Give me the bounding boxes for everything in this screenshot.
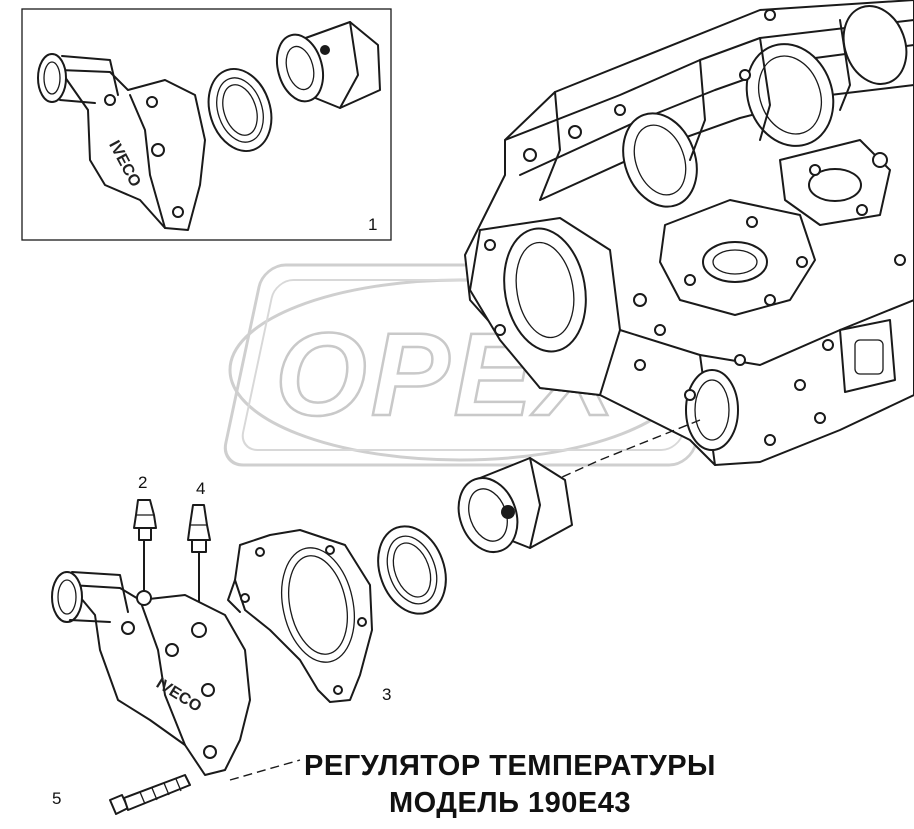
part-label-2: 2 xyxy=(138,473,147,492)
thermostat-cartridge xyxy=(457,457,573,553)
part-label-5: 5 xyxy=(52,789,61,808)
inset-label: 1 xyxy=(368,215,377,234)
bolt xyxy=(109,774,191,815)
diagram-title-line-2: МОДЕЛЬ 190E43 xyxy=(388,787,632,819)
engine-block xyxy=(464,0,914,466)
sensor-2 xyxy=(133,499,157,599)
inset-assembly: IVECO 1 xyxy=(21,8,392,241)
engine-bolt-holes xyxy=(484,9,906,446)
gasket xyxy=(227,529,373,703)
diagram-title-line-1: РЕГУЛЯТОР ТЕМПЕРАТУРЫ xyxy=(304,750,716,782)
thermostat-housing: IVECO xyxy=(51,571,251,776)
inset-housing: IVECO xyxy=(37,53,206,231)
inset-thermostat xyxy=(275,21,381,109)
part-label-3: 3 xyxy=(382,685,391,704)
alignment-line xyxy=(229,419,701,781)
seal-ring xyxy=(377,525,447,615)
inset-seal-ring xyxy=(207,67,273,153)
part-label-4: 4 xyxy=(196,479,205,498)
